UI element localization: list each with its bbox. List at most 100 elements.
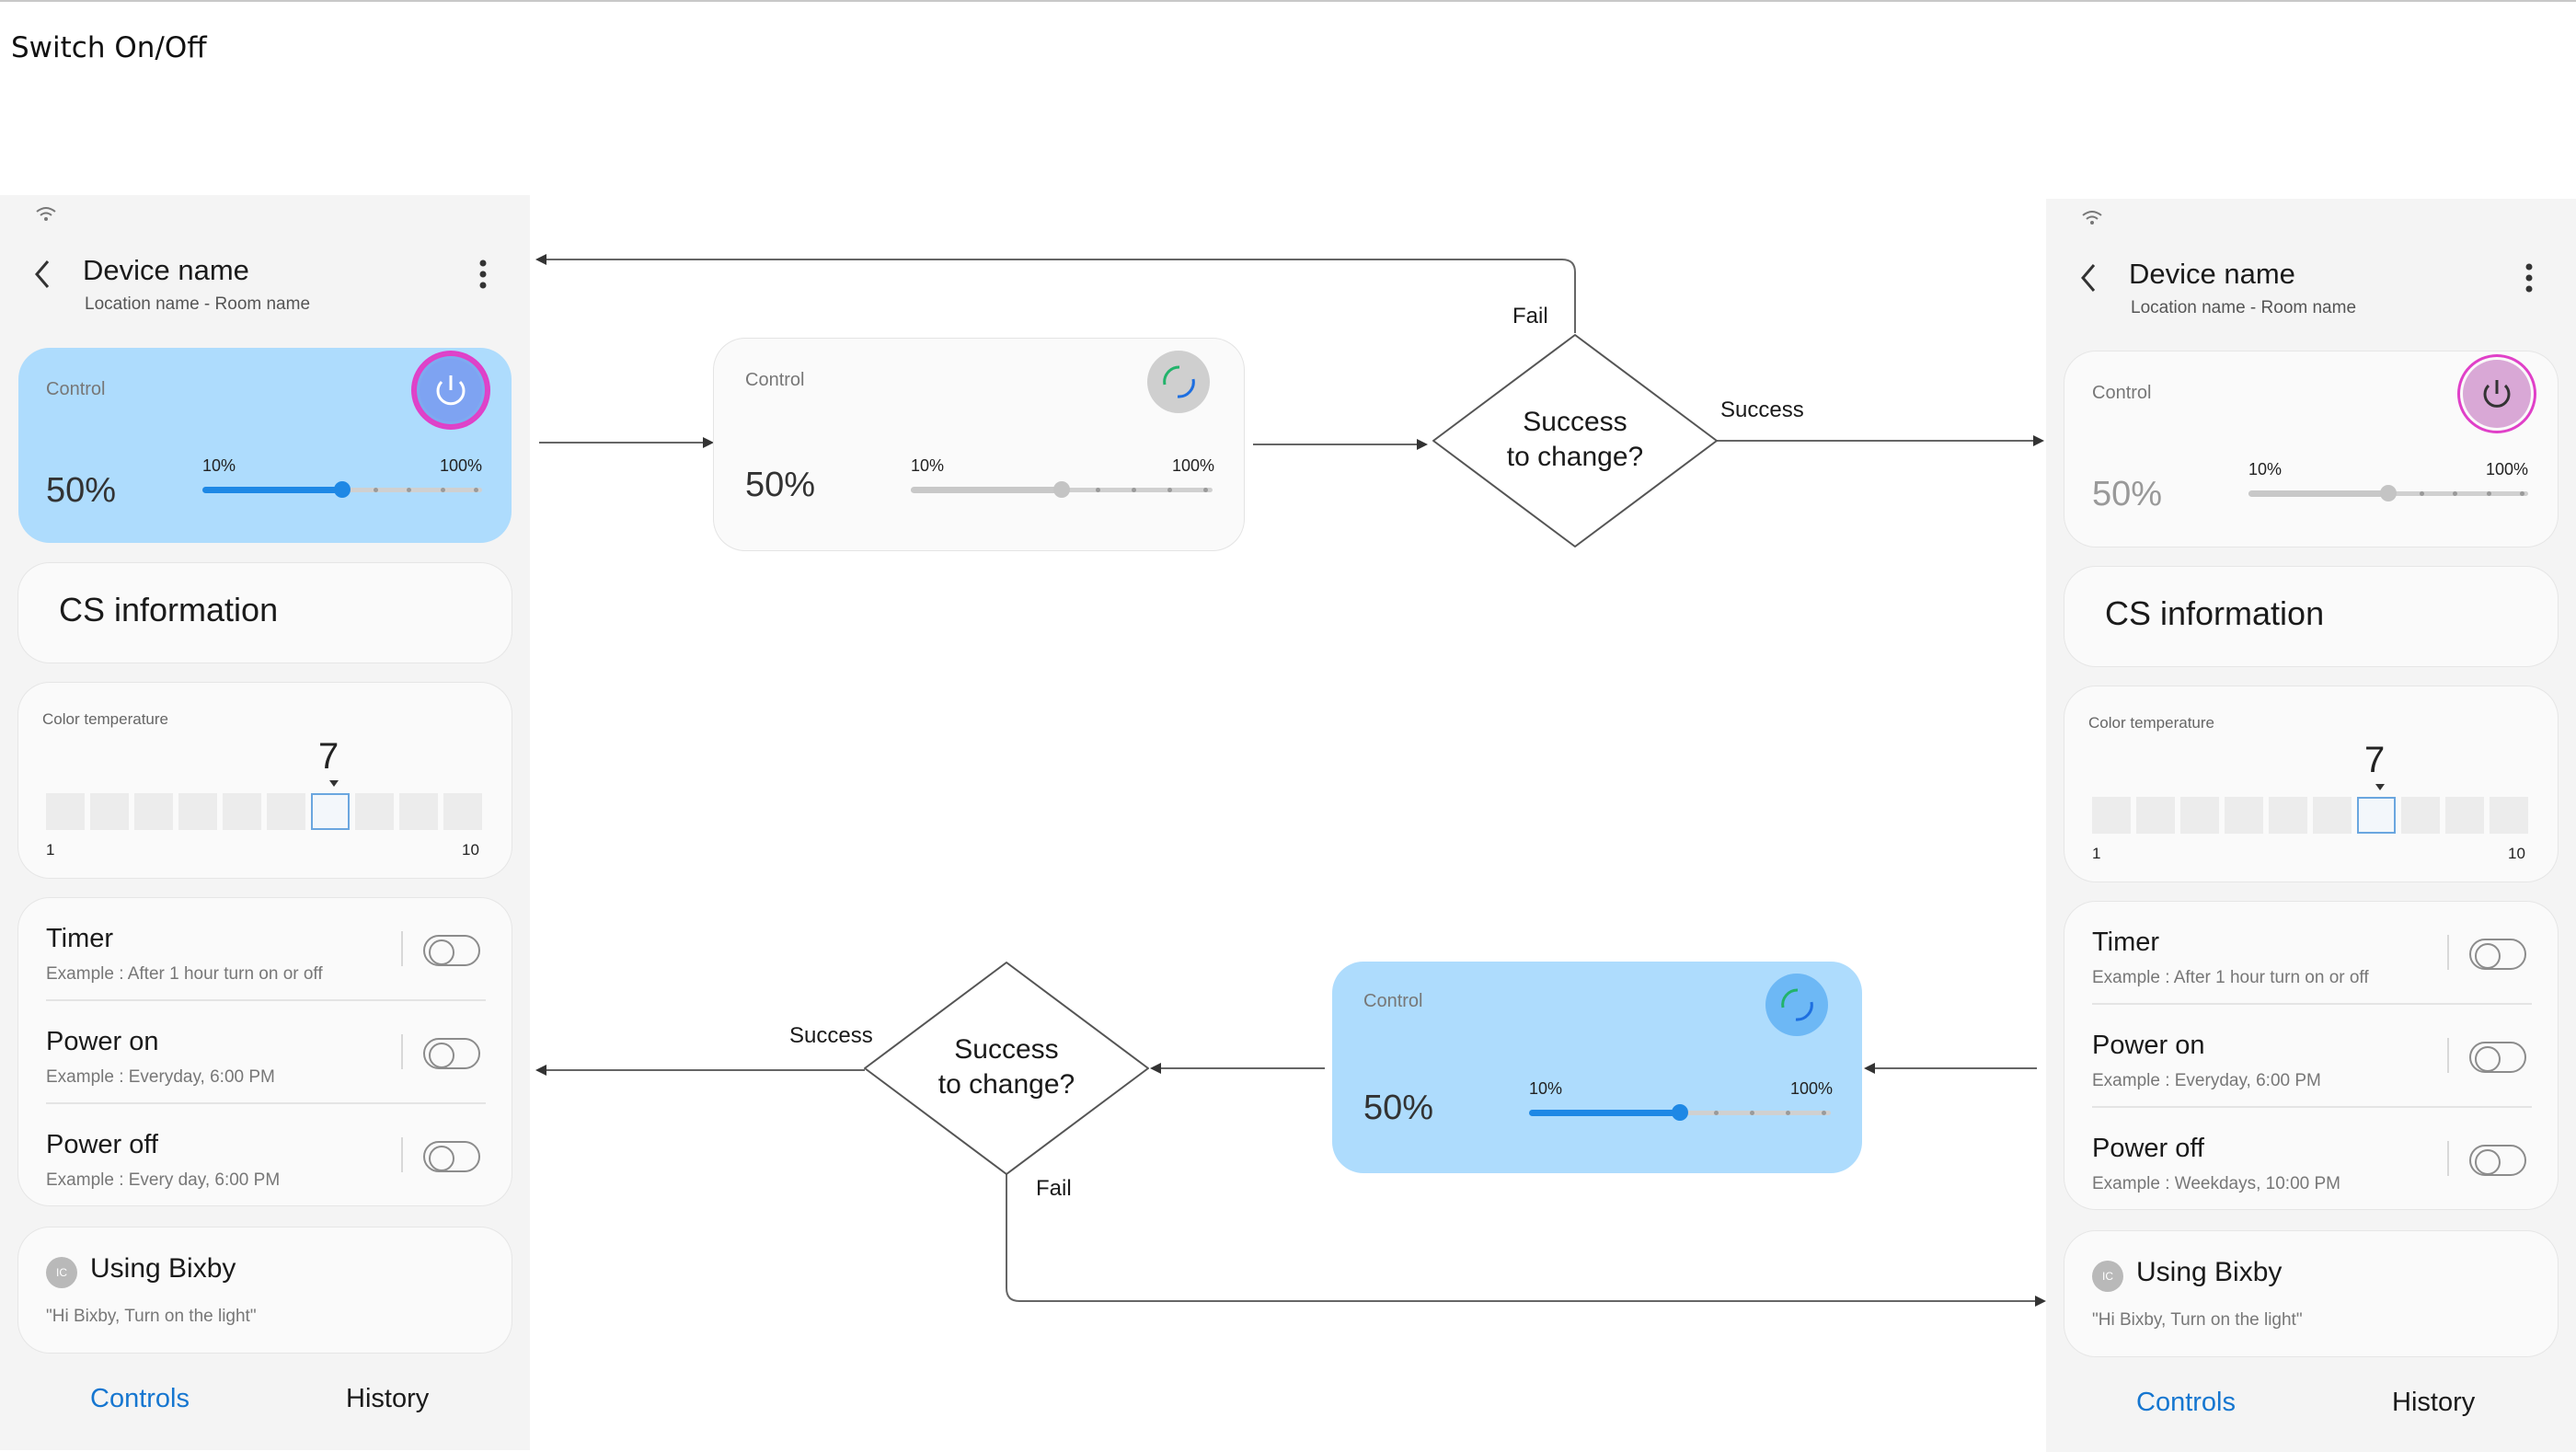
power-on-toggle[interactable] bbox=[2469, 1042, 2526, 1073]
power-button[interactable] bbox=[2460, 357, 2534, 431]
brightness-slider[interactable] bbox=[1529, 1103, 1831, 1122]
divider bbox=[46, 999, 486, 1001]
timer-subtitle: Example : After 1 hour turn on or off bbox=[46, 964, 323, 984]
color-temperature-cell[interactable] bbox=[267, 793, 305, 830]
bixby-subtitle: "Hi Bixby, Turn on the light" bbox=[2092, 1310, 2303, 1330]
back-icon[interactable] bbox=[2077, 261, 2101, 294]
color-temperature-cell[interactable] bbox=[2269, 797, 2307, 834]
slider-step-dot bbox=[2486, 491, 2491, 496]
slider-step-dot bbox=[1096, 488, 1101, 492]
power-off-toggle[interactable] bbox=[423, 1141, 480, 1172]
control-min: 10% bbox=[1529, 1079, 1563, 1098]
power-icon bbox=[420, 359, 482, 421]
divider bbox=[46, 1102, 486, 1104]
brightness-slider[interactable] bbox=[2248, 484, 2528, 502]
color-temperature-cell[interactable] bbox=[443, 793, 482, 830]
tab-controls[interactable]: Controls bbox=[2136, 1388, 2236, 1417]
power-on-row: Power on Example : Everyday, 6:00 PM bbox=[18, 1001, 512, 1102]
color-temperature-cell[interactable] bbox=[355, 793, 394, 830]
slider-step-dot bbox=[407, 488, 412, 492]
color-temperature-cell-selected[interactable] bbox=[2357, 797, 2396, 834]
power-off-row: Power off Example : Every day, 6:00 PM bbox=[18, 1104, 512, 1205]
control-min: 10% bbox=[911, 456, 945, 475]
back-icon[interactable] bbox=[31, 258, 55, 291]
color-temperature-value: 7 bbox=[318, 736, 339, 777]
more-icon[interactable] bbox=[2517, 259, 2541, 296]
control-value: 50% bbox=[1363, 1089, 1434, 1127]
slider-thumb[interactable] bbox=[1053, 481, 1070, 498]
power-button[interactable] bbox=[414, 353, 488, 427]
slider-fill bbox=[202, 487, 342, 493]
color-temperature-cell[interactable] bbox=[2490, 797, 2528, 834]
bixby-card[interactable]: IC Using Bixby "Hi Bixby, Turn on the li… bbox=[2064, 1231, 2558, 1356]
slider-step-dot bbox=[2519, 491, 2524, 496]
bottom-decision-line2: to change? bbox=[937, 1069, 1075, 1100]
page-title: Switch On/Off bbox=[11, 31, 207, 64]
slider-thumb[interactable] bbox=[2380, 485, 2397, 501]
color-temperature-cell[interactable] bbox=[223, 793, 261, 830]
divider bbox=[401, 1137, 403, 1172]
cs-information-card[interactable]: CS information bbox=[18, 563, 512, 663]
control-card: Control 50% 10% 100% bbox=[2064, 351, 2558, 547]
control-value: 50% bbox=[745, 466, 816, 504]
color-temperature-max: 10 bbox=[462, 841, 479, 859]
top-divider bbox=[0, 0, 2576, 2]
color-temperature-cell[interactable] bbox=[2445, 797, 2484, 834]
color-temperature-cell[interactable] bbox=[399, 793, 438, 830]
divider bbox=[401, 1034, 403, 1069]
divider bbox=[2447, 1038, 2449, 1073]
color-temperature-cell-selected[interactable] bbox=[311, 793, 350, 830]
control-value: 50% bbox=[46, 471, 117, 510]
bixby-card[interactable]: IC Using Bixby "Hi Bixby, Turn on the li… bbox=[18, 1227, 512, 1353]
color-temperature-cell[interactable] bbox=[90, 793, 129, 830]
color-temperature-card: Color temperature 7 1 10 bbox=[18, 683, 512, 878]
tab-controls[interactable]: Controls bbox=[90, 1384, 190, 1413]
slider-step-dot bbox=[1750, 1111, 1755, 1115]
more-icon[interactable] bbox=[471, 256, 495, 293]
top-decision-text: Success to change? bbox=[1455, 405, 1695, 475]
power-on-title: Power on bbox=[2092, 1031, 2205, 1060]
bottom-control-card-loading: Control 50% 10% 100% bbox=[1332, 962, 1862, 1173]
bottom-decision-diamond bbox=[864, 962, 1149, 1175]
slider-fill bbox=[1529, 1110, 1680, 1116]
slider-thumb[interactable] bbox=[1672, 1104, 1688, 1121]
power-off-toggle[interactable] bbox=[2469, 1145, 2526, 1176]
color-temperature-card: Color temperature 7 1 10 bbox=[2064, 686, 2558, 882]
color-temperature-cell[interactable] bbox=[46, 793, 85, 830]
power-on-title: Power on bbox=[46, 1027, 159, 1056]
slider-thumb[interactable] bbox=[334, 481, 351, 498]
control-label: Control bbox=[2092, 383, 2152, 403]
tab-history[interactable]: History bbox=[2392, 1388, 2476, 1417]
power-off-title: Power off bbox=[2092, 1134, 2204, 1163]
color-temperature-label: Color temperature bbox=[2088, 714, 2215, 732]
tab-history[interactable]: History bbox=[346, 1384, 430, 1413]
color-temperature-cell[interactable] bbox=[2401, 797, 2440, 834]
arrow-bottom-fail bbox=[1006, 1174, 2046, 1307]
bottom-fail-label: Fail bbox=[1036, 1176, 1072, 1201]
color-temperature-cell[interactable] bbox=[134, 793, 173, 830]
slider-step-dot bbox=[374, 488, 379, 492]
slider-fill bbox=[911, 487, 1062, 493]
slider-step-dot bbox=[1786, 1111, 1791, 1115]
wifi-icon bbox=[36, 207, 56, 221]
color-temperature-cell[interactable] bbox=[178, 793, 217, 830]
control-value: 50% bbox=[2092, 475, 2163, 513]
color-temperature-cell[interactable] bbox=[2225, 797, 2263, 834]
brightness-slider[interactable] bbox=[202, 480, 482, 499]
timer-toggle[interactable] bbox=[2469, 939, 2526, 970]
bixby-icon: IC bbox=[46, 1257, 77, 1288]
control-min: 10% bbox=[2248, 460, 2283, 478]
timer-toggle[interactable] bbox=[423, 935, 480, 966]
color-temperature-cell[interactable] bbox=[2313, 797, 2352, 834]
control-label: Control bbox=[745, 370, 805, 390]
power-on-toggle[interactable] bbox=[423, 1038, 480, 1069]
color-temperature-cell[interactable] bbox=[2092, 797, 2131, 834]
color-temperature-cell[interactable] bbox=[2180, 797, 2219, 834]
power-on-subtitle: Example : Everyday, 6:00 PM bbox=[2092, 1071, 2321, 1090]
color-temperature-cell[interactable] bbox=[2136, 797, 2175, 834]
cs-information-card[interactable]: CS information bbox=[2064, 567, 2558, 666]
spinner-icon bbox=[1765, 973, 1829, 1037]
brightness-slider[interactable] bbox=[911, 480, 1213, 499]
color-temperature-label: Color temperature bbox=[42, 710, 169, 728]
